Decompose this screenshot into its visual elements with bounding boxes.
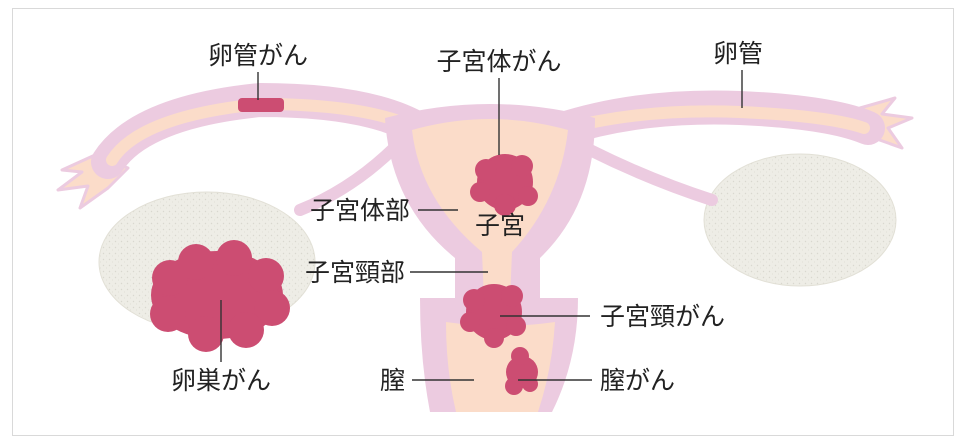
tumor-fallopian-tube	[238, 98, 284, 112]
label-ovarian-cancer: 卵巣がん	[171, 366, 271, 395]
label-uterus: 子宮	[475, 211, 525, 240]
label-cervix: 子宮頸部	[305, 258, 405, 287]
ovarian-ligament-right	[590, 150, 712, 200]
label-cervical-cancer: 子宮頸がん	[600, 302, 725, 331]
label-vagina: 膣	[380, 366, 405, 395]
ovary-right	[704, 154, 896, 286]
label-uterine-body-cancer: 子宮体がん	[436, 47, 561, 76]
label-fallopian-tube: 卵管	[713, 39, 763, 68]
label-vaginal-cancer: 膣がん	[600, 366, 675, 395]
label-fallopian-tube-cancer: 卵管がん	[208, 41, 308, 70]
label-uterine-body: 子宮体部	[310, 196, 410, 225]
